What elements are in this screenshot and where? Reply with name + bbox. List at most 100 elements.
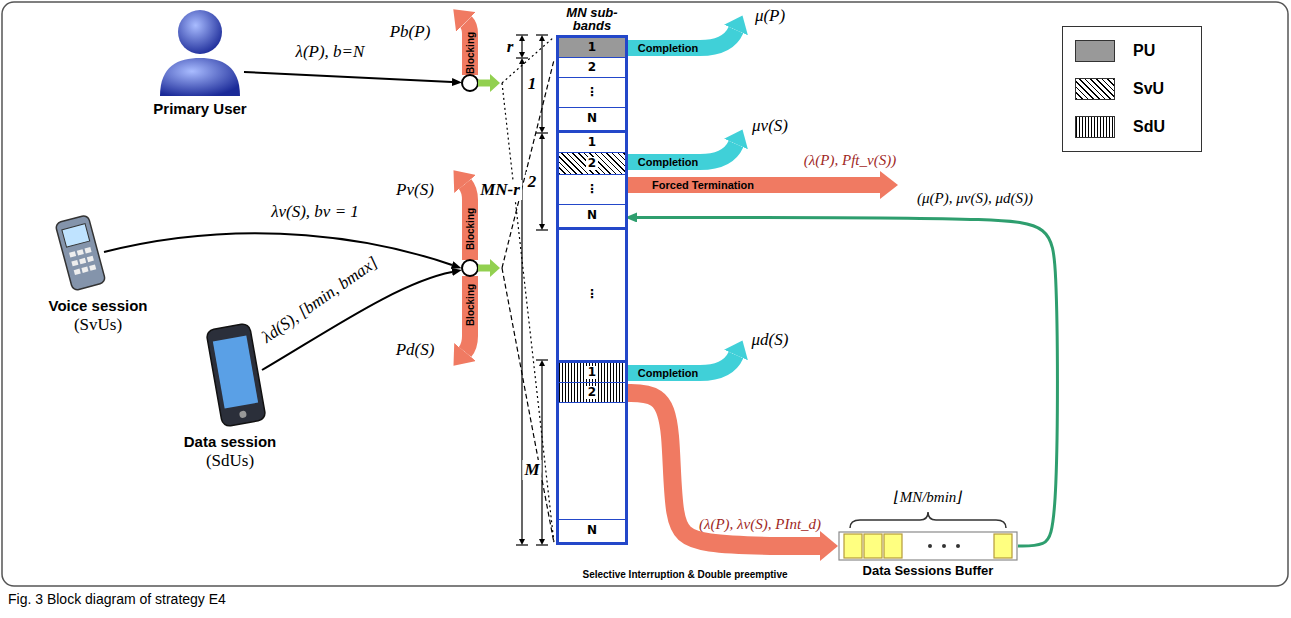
smartphone-icon (206, 323, 266, 427)
buffer-outline (839, 532, 1017, 560)
probability-label: Pb(P) (390, 22, 431, 42)
sub-band-number: 2 (586, 61, 598, 74)
brace (850, 512, 1006, 528)
user-node: Data session(SdUs) (166, 433, 294, 472)
buffer-slot (844, 534, 862, 558)
arrow-text: Blocking (465, 32, 476, 74)
figure-frame (2, 2, 1288, 586)
dimension-label: MN-r (478, 180, 522, 200)
sub-band-number: 1 (586, 41, 598, 54)
ellipsis-dot (956, 544, 960, 548)
legend-row: PU (1075, 39, 1155, 63)
sub-band: ⋮ (559, 175, 625, 205)
sub-band: ⋮ (559, 78, 625, 108)
ellipsis-dot (942, 544, 946, 548)
empty-sub-band (559, 403, 625, 520)
arrow-text: Completion (638, 156, 699, 168)
connector-label: (λ(P), λv(S), PInt_d) (699, 516, 821, 533)
dimension-tick (536, 544, 548, 545)
sub-band: 1 (559, 38, 625, 58)
dimension-line (541, 366, 542, 539)
arrow-text: Completion (638, 367, 699, 379)
dimension-label: M (522, 460, 541, 480)
node-text: Data session (166, 433, 294, 450)
rate-label: μv(S) (752, 116, 788, 136)
buffer-slot (864, 534, 882, 558)
connector-label: (μ(P), μv(S), μd(S)) (917, 190, 1033, 207)
phone-key (89, 264, 96, 270)
user-node: Voice session(SvUs) (26, 297, 170, 336)
phone-body (206, 323, 266, 427)
figure-caption: Fig. 3 Block diagram of strategy E4 (8, 591, 226, 607)
legend-text: SvU (1133, 80, 1164, 98)
sub-band-number: 2 (586, 386, 598, 399)
phone-key (69, 251, 76, 257)
sub-band: N (559, 205, 625, 230)
fan-line (502, 83, 554, 543)
sub-band: 1 (559, 363, 625, 383)
forced-termination-arrow (628, 177, 880, 193)
probability-label: Pd(S) (396, 340, 435, 360)
sub-band: 2 (559, 153, 625, 175)
data-buffer: ⌊MN/bmin⌋ Data Sessions Buffer (838, 488, 1018, 582)
user-node: Primary User (150, 100, 250, 117)
dimension-line (541, 139, 542, 224)
sub-band-number: ⋮ (584, 86, 600, 99)
phone-screen (213, 336, 258, 409)
column-heading: MN sub-bands (556, 6, 628, 33)
sub-band-number: 1 (586, 136, 598, 149)
user-head (178, 10, 222, 54)
dimension-tick (536, 34, 548, 35)
buffer-slot (994, 534, 1012, 558)
dimension-line (521, 41, 522, 52)
phone-key (77, 249, 84, 255)
dimension-tick (536, 359, 548, 360)
legend-row: SdU (1075, 115, 1165, 139)
sub-band-number: 1 (586, 366, 598, 379)
legend-swatch (1075, 78, 1115, 100)
dimension-tick (536, 229, 548, 230)
admit-arrow (478, 80, 490, 87)
node-text: Data Sessions Buffer (838, 563, 1018, 579)
user-body (160, 58, 240, 96)
sub-band: 2 (559, 383, 625, 403)
legend-text: SdU (1133, 118, 1165, 136)
fan-line (502, 60, 554, 268)
resume-arrow (637, 217, 1057, 546)
fan-line (502, 268, 554, 543)
arrow-text: Completion (638, 42, 699, 54)
arrow-text: Blocking (465, 208, 476, 250)
legend-box: PU SvU SdU (1062, 26, 1202, 152)
phone-body (55, 215, 106, 291)
sub-band: 2 (559, 58, 625, 78)
dimension-line (541, 41, 542, 127)
sub-band-number: ⋮ (584, 288, 600, 301)
admission-point (462, 75, 478, 91)
phone-key (81, 267, 88, 273)
rate-label: λ(P), b=N (296, 42, 365, 62)
node-text: Primary User (150, 100, 250, 117)
arrow-text: Forced Termination (652, 179, 754, 191)
rate-label: λv(S), bv = 1 (271, 202, 359, 222)
admission-point (462, 260, 478, 276)
node-text: ⌊MN/bmin⌋ (838, 488, 1018, 506)
admit-arrow (478, 265, 490, 272)
sub-band-number: N (585, 209, 599, 222)
dimension-tick (516, 544, 528, 545)
sub-band-number: N (585, 112, 599, 125)
phone-key (71, 260, 78, 266)
phone-key (85, 247, 92, 253)
sub-band-number: N (585, 524, 599, 537)
node-text: (SdUs) (166, 450, 294, 472)
phone-key (74, 269, 81, 275)
dimension-label: 1 (526, 74, 539, 94)
dimension-tick (516, 34, 528, 35)
rate-label: μ(P) (755, 6, 785, 26)
voice-phone-icon (55, 215, 106, 291)
dimension-label: 2 (526, 172, 539, 192)
arrow-text: Blocking (465, 284, 476, 326)
probability-label: Pv(S) (396, 180, 434, 200)
arrival-arrow (104, 233, 452, 265)
